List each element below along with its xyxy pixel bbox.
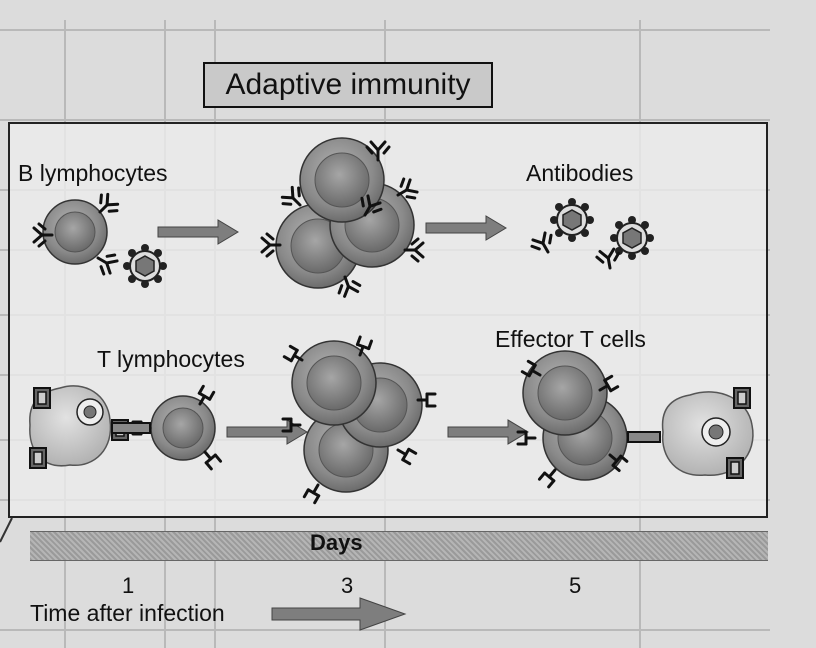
effector-arrow (447, 419, 529, 445)
antigen-presenting-cell-right (627, 387, 754, 479)
diagram-title: Adaptive immunity (203, 62, 493, 108)
proliferating-b-cells (260, 137, 425, 300)
label-effector-t-cells: Effector T cells (495, 326, 646, 352)
timeline-bar (30, 531, 768, 561)
antibodies-group (527, 197, 655, 272)
antibody-arrow (425, 215, 507, 241)
time-arrow (271, 597, 407, 631)
tcr-mhc-binding-left (111, 422, 151, 434)
label-t-lymphocytes: T lymphocytes (97, 346, 245, 372)
effector-t-cells-group (516, 350, 629, 489)
antigen-virus (122, 243, 168, 289)
timeline-tick-5: 5 (569, 573, 582, 598)
label-b-lymphocytes: B lymphocytes (18, 160, 168, 186)
tcr-mhc-binding (627, 431, 661, 443)
b-lymphocyte-cell (42, 199, 108, 265)
label-antibodies: Antibodies (526, 160, 634, 186)
antigen-presenting-cell-left (29, 385, 129, 469)
proliferating-t-cells (281, 335, 437, 505)
timeline-tick-3: 3 (341, 573, 354, 598)
b-cell-arrow (157, 219, 239, 245)
time-after-infection-caption: Time after infection (30, 600, 225, 626)
timeline-axis-title: Days (310, 530, 363, 555)
timeline-tick-1: 1 (122, 573, 135, 598)
